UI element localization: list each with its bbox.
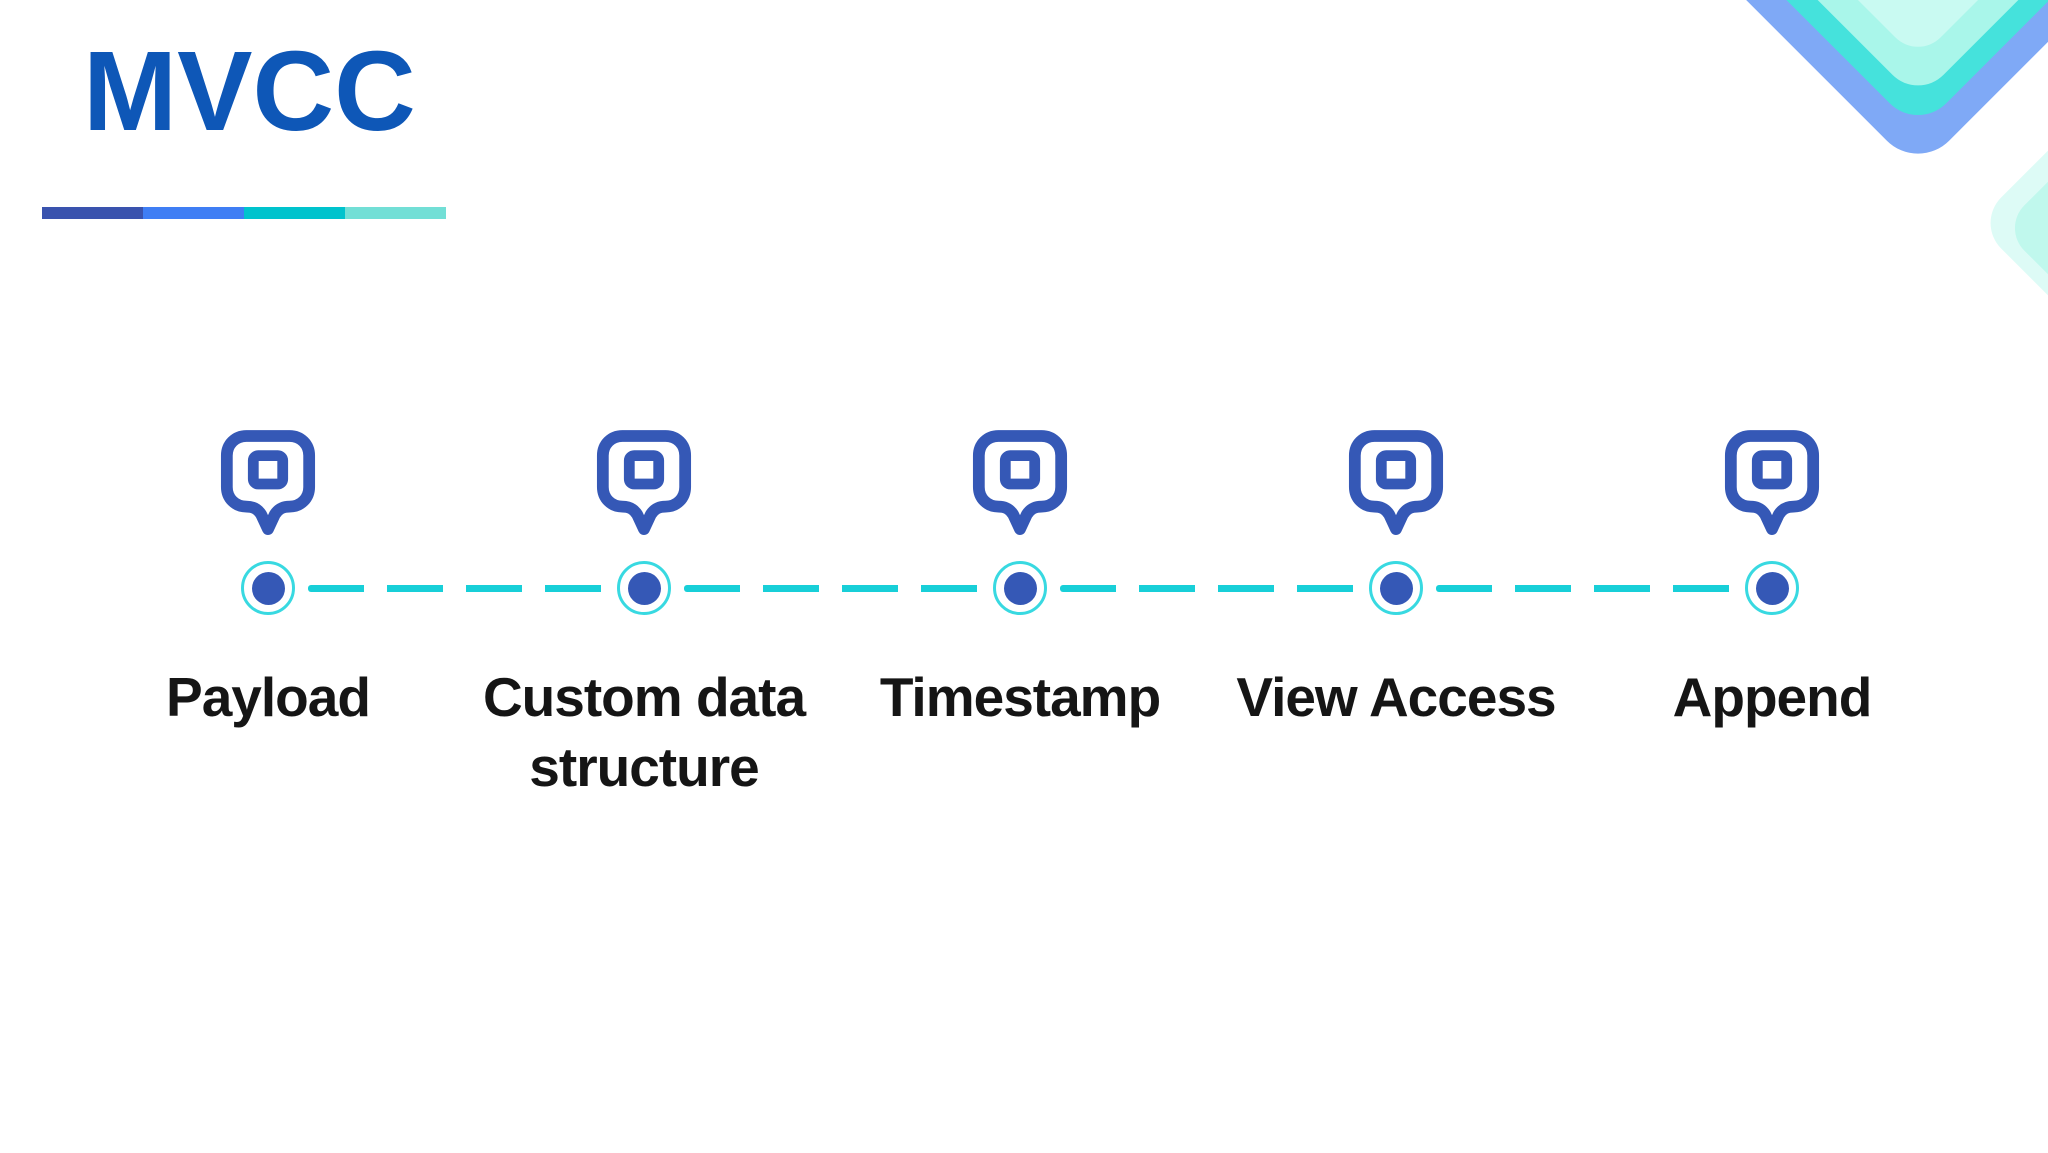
timeline-station: View Access bbox=[1211, 428, 1581, 758]
map-pin-icon bbox=[1348, 430, 1444, 535]
timeline-connector bbox=[308, 585, 604, 592]
timeline-connector bbox=[1436, 585, 1732, 592]
accent-bar-segment bbox=[42, 207, 143, 219]
timeline-station: Append bbox=[1587, 428, 1957, 758]
timeline-node bbox=[617, 561, 671, 615]
station-label: View Access bbox=[1236, 666, 1556, 728]
map-pin-icon bbox=[1724, 430, 1820, 535]
station-label: Timestamp bbox=[879, 666, 1161, 728]
accent-bar-segment bbox=[345, 207, 446, 219]
title-accent-bar bbox=[42, 207, 446, 219]
timeline-node-dot bbox=[1379, 571, 1413, 605]
timeline-node bbox=[1745, 561, 1799, 615]
timeline-node-dot bbox=[1003, 571, 1037, 605]
timeline-station: Payload bbox=[83, 428, 453, 758]
map-pin-icon bbox=[220, 430, 316, 535]
timeline-node bbox=[1369, 561, 1423, 615]
map-pin-icon bbox=[972, 430, 1068, 535]
timeline-station: Timestamp bbox=[835, 428, 1205, 758]
map-pin-icon bbox=[596, 430, 692, 535]
timeline-connector bbox=[684, 585, 980, 592]
timeline-node bbox=[993, 561, 1047, 615]
timeline-node-dot bbox=[1755, 571, 1789, 605]
timeline-connector bbox=[1060, 585, 1356, 592]
accent-bar-segment bbox=[244, 207, 345, 219]
timeline-station: Custom data structure bbox=[459, 428, 829, 798]
timeline-node-dot bbox=[251, 571, 285, 605]
timeline-node-dot bbox=[627, 571, 661, 605]
station-label: Append bbox=[1672, 666, 1873, 728]
accent-bar-segment bbox=[143, 207, 244, 219]
timeline-node bbox=[241, 561, 295, 615]
station-label: Custom data structure bbox=[482, 666, 806, 798]
page-title: MVCC bbox=[83, 28, 416, 154]
station-label: Payload bbox=[166, 666, 371, 728]
